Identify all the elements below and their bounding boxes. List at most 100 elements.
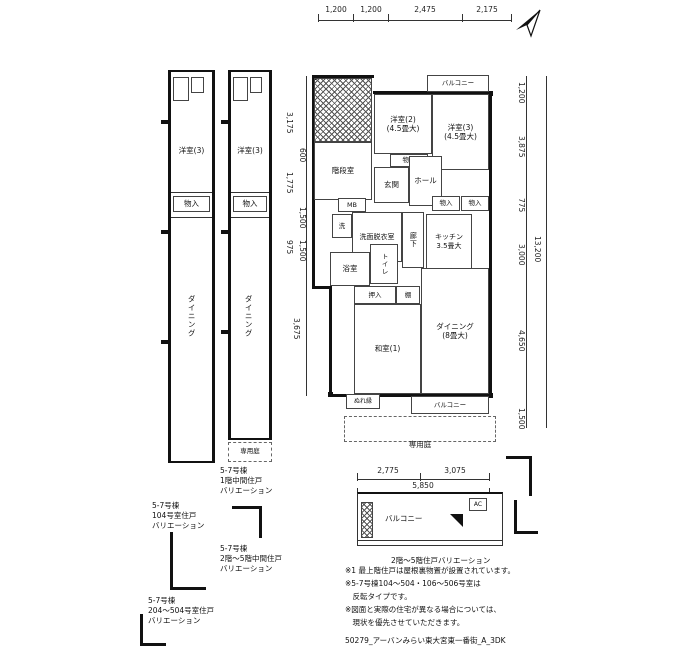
wall (312, 75, 374, 78)
dim-left-3: 1,775 (285, 172, 294, 194)
note-line-3: 反転タイプです。 (345, 592, 412, 601)
pillar (312, 75, 317, 80)
dim-bottom-total: 5,850 (412, 481, 434, 490)
dim-tick (357, 473, 358, 481)
room-corridor-label: 廊下 (409, 232, 418, 248)
pillar (488, 393, 493, 398)
wall (312, 286, 331, 289)
wall (312, 75, 315, 289)
wall-stub (221, 230, 229, 234)
dim-tick (489, 473, 490, 481)
dim-right-4: 3,000 (517, 244, 526, 266)
room-west2-label: 洋室(2) (4.5畳大) (386, 114, 420, 133)
wall-stub (161, 340, 169, 344)
note-line-2: ※5-7号棟104〜504・106〜506号室は (345, 579, 481, 588)
dim-bottom-2: 3,075 (444, 466, 466, 475)
strip-a-closet-label: 物入 (184, 199, 199, 209)
bottom-dim-line1 (357, 479, 490, 480)
wall-fragment (514, 500, 538, 534)
strip-a-closet: 物入 (173, 196, 210, 212)
strip-b-west3-label: 洋室(3) (237, 146, 263, 155)
strip-b-dining-label: ダイニング (244, 295, 254, 338)
room-washer: 洗 (332, 214, 352, 238)
dim-top-3: 2,475 (414, 5, 436, 14)
room-balcony-top: バルコニー (427, 75, 489, 92)
strip-b-closet: 物入 (233, 196, 267, 212)
private-garden-label: 専用庭 (408, 440, 432, 449)
wall-stub (221, 330, 229, 334)
room-kitchen: キッチン 3.5畳大 (426, 214, 472, 270)
strip-plan-1f-mid (228, 70, 272, 440)
room-nureen-label: ぬれ縁 (353, 397, 372, 405)
dim-right-6: 1,500 (517, 408, 526, 430)
wall-fragment (506, 456, 532, 496)
dim-tick (420, 473, 421, 481)
variation-label-1f-mid: 5-7号棟 1階中間住戸 バリエーション (220, 466, 273, 496)
wall-stub (221, 120, 229, 124)
room-toilet-label: トイレ (380, 252, 389, 276)
dim-right-2: 3,875 (517, 136, 526, 158)
room-kitchen-label: キッチン 3.5畳大 (435, 233, 463, 250)
room-closet-c-label: 物入 (468, 199, 482, 208)
room-entrance-label: 玄関 (384, 180, 399, 190)
balcony-detail-caption: 2階〜5階住戸バリエーション (391, 556, 491, 565)
strip-b-garden-label: 専用庭 (240, 447, 260, 455)
left-dim-line (306, 76, 307, 396)
dim-bottom-1: 2,775 (377, 466, 399, 475)
dim-tick (388, 14, 389, 22)
room-balcony-top-label: バルコニー (441, 79, 475, 88)
balcony-detail-label: バルコニー (385, 514, 423, 523)
private-garden (344, 416, 496, 442)
variation-label-104: 5-7号棟 104号室住戸 バリエーション (152, 501, 205, 531)
stairwell-hatch (314, 78, 372, 142)
strip-b-divider (231, 192, 269, 193)
note-line-4: ※図面と実際の住宅が異なる場合については、 (345, 605, 501, 614)
room-washroom-label: 洗面脱衣室 (359, 232, 395, 241)
room-washer-label: 洗 (338, 221, 346, 230)
room-stairwell: 階段室 (314, 142, 372, 200)
strip-a-divider2 (171, 217, 212, 218)
balcony-detail-railing (357, 540, 503, 541)
dim-left-5: 975 (285, 240, 294, 255)
balcony-detail-plan (357, 492, 503, 546)
ac-unit-label: AC (473, 501, 483, 508)
strip-a-dining-label: ダイニング (187, 295, 197, 338)
room-tana: 棚 (396, 286, 420, 304)
dim-top-2: 1,200 (360, 5, 382, 14)
room-balcony-bottom-label: バルコニー (433, 400, 467, 409)
meter-box-label: MB (346, 200, 358, 209)
strip-b-closet-label: 物入 (242, 199, 258, 209)
room-entrance: 玄関 (374, 167, 409, 203)
dim-tick (353, 14, 354, 22)
room-washitsu-label: 和室(1) (374, 344, 401, 354)
dim-left-6: 1,500 (298, 240, 307, 262)
dim-left-1: 3,175 (285, 112, 294, 134)
strip-b-garden (228, 442, 272, 462)
note-line-5: 現状を優先させていただきます。 (345, 618, 465, 627)
room-tana-label: 棚 (404, 290, 412, 299)
dim-right-total: 13,200 (533, 236, 542, 263)
room-closet-b: 物入 (432, 196, 460, 211)
wall-fragment (140, 614, 166, 646)
dim-tick (462, 14, 463, 22)
top-dim-line (318, 20, 512, 21)
wall-fragment (232, 506, 262, 538)
strip-b-divider2 (231, 217, 269, 218)
variation-label-204to504: 5-7号棟 204〜504号室住戸 バリエーション (148, 596, 215, 626)
balcony-detail-hatch (361, 502, 373, 538)
wall (373, 91, 491, 94)
dim-tick (511, 14, 512, 22)
room-oshiire-label: 押入 (368, 290, 382, 299)
room-washitsu: 和室(1) (354, 304, 421, 394)
room-oshiire: 押入 (354, 286, 396, 304)
dim-right-1: 1,200 (517, 82, 526, 104)
right-outer-dim-line (546, 76, 547, 428)
room-balcony-bottom: バルコニー (411, 396, 489, 414)
wall (489, 91, 492, 397)
dim-right-5: 4,650 (517, 330, 526, 352)
room-bath-label: 浴室 (342, 264, 358, 274)
strip-plan-104 (168, 70, 215, 463)
strip-a-door-box (191, 77, 204, 93)
dim-left-4: 1,500 (298, 207, 307, 229)
